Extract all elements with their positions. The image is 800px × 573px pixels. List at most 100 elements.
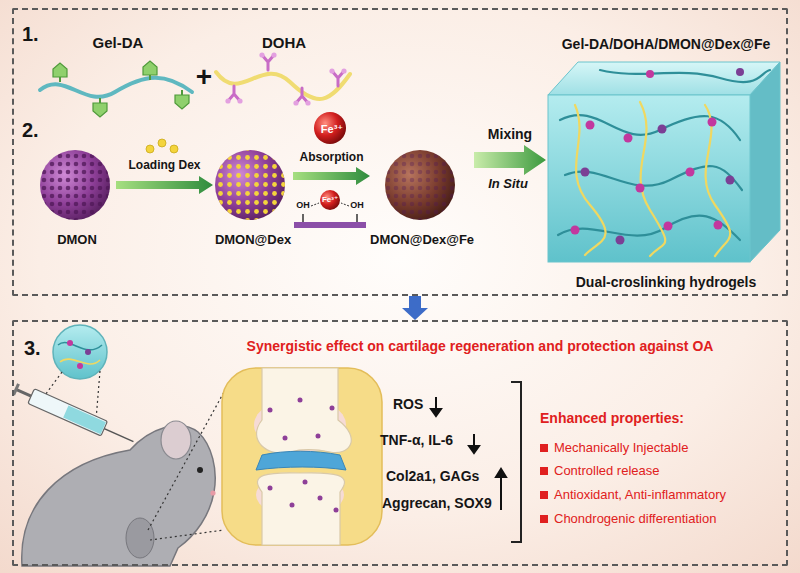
dex-dot	[158, 139, 166, 147]
crosslink-dot	[726, 176, 735, 185]
syringe-fill	[63, 406, 106, 435]
list-item: Antioxidant, Anti-inflammatory	[554, 487, 726, 503]
syringe-plunger	[17, 390, 32, 397]
iron-node: Fe³⁺	[314, 112, 350, 148]
gel-da-pendant	[53, 63, 67, 82]
gel-da-chain	[600, 70, 770, 82]
polymer-label: DOHA	[214, 34, 354, 52]
block-top	[548, 62, 780, 95]
mouse-leg	[126, 518, 154, 558]
iron-dot	[320, 190, 340, 210]
crosslink-dot	[686, 168, 695, 177]
particle-label: DMON@Dex@Fe	[370, 232, 474, 248]
list-item: Mechanically Injectable	[554, 440, 688, 456]
femur	[257, 368, 352, 453]
iron-label: Fe³⁺	[314, 123, 350, 136]
polymer-node: Gel-DA	[38, 30, 198, 118]
dmon-sphere	[40, 150, 110, 220]
sphere-body	[40, 150, 110, 220]
chem-ion: Fe³⁺	[322, 195, 338, 205]
up-arrow-shaft	[500, 476, 502, 510]
syringe	[11, 381, 136, 448]
zoom-disc	[53, 325, 107, 379]
coordination-line	[341, 203, 349, 206]
doha-strand	[216, 52, 350, 105]
polymer-chain	[40, 78, 192, 97]
particle	[316, 434, 321, 439]
particle	[303, 480, 308, 485]
mouse	[22, 392, 224, 566]
step-note: In Situ	[488, 176, 528, 192]
marker-label: ROS	[393, 396, 423, 413]
network-strands	[558, 70, 770, 256]
chelation-sketch	[294, 190, 366, 228]
crosslink-dot	[581, 168, 590, 177]
syringe-needle	[104, 429, 133, 442]
edge-label: Absorption	[300, 150, 364, 164]
marker-label: TNF-α, IL-6	[380, 432, 453, 449]
bullet-square	[540, 444, 548, 452]
particle-node: DMON	[38, 150, 116, 258]
sphere-pores	[40, 150, 110, 220]
sphere-body	[215, 150, 285, 220]
particle	[298, 398, 303, 403]
particle	[318, 496, 323, 501]
plus-sign: +	[196, 60, 212, 94]
list-item: Controlled release	[554, 463, 660, 479]
panel-number: 3.	[24, 336, 54, 360]
down-arrow-head	[469, 446, 479, 453]
panel-number: 1.	[22, 22, 52, 46]
marker-label: Col2a1, GAGs	[386, 468, 479, 485]
edge-label: Loading Dex	[128, 158, 200, 172]
crosslink-dot	[624, 134, 633, 143]
zoom-leader	[96, 371, 100, 420]
crosslink-dot	[571, 226, 580, 235]
crosslink-dot	[586, 121, 595, 130]
bullet-squares	[540, 444, 548, 523]
crosslink-dot	[708, 118, 717, 127]
doha-pendant	[293, 88, 310, 106]
mouse-nose	[210, 490, 215, 495]
doha-pendant	[225, 86, 242, 104]
block-side	[750, 62, 780, 262]
edge-label: Mixing	[488, 126, 532, 143]
block-front	[548, 95, 750, 262]
hydrogel-node: Gel-DA/DOHA/DMON@Dex@FeDual-croslinking …	[546, 32, 786, 294]
polymer-label: Gel-DA	[38, 34, 198, 52]
gel-da-pendant	[175, 90, 189, 109]
gel-da-chain	[565, 166, 742, 190]
particle-label: DMON	[38, 232, 116, 248]
gel-da-chain	[560, 115, 740, 140]
crosslink-dot	[658, 125, 667, 134]
particle-node: DMON@Dex	[213, 150, 293, 258]
bullet-square	[540, 515, 548, 523]
chelation-stem	[302, 214, 304, 222]
particle	[330, 406, 335, 411]
particle	[268, 486, 273, 491]
chem-group: OH	[296, 200, 310, 211]
crosslink-dot	[664, 222, 673, 231]
chelation-stem	[356, 214, 358, 222]
bullet-square	[540, 467, 548, 475]
crosslink-dot	[736, 68, 744, 76]
chem-group: OH	[350, 200, 364, 211]
chelation-bar	[294, 222, 366, 228]
hydrogel-title: Gel-DA/DOHA/DMON@Dex@Fe	[546, 36, 786, 53]
network-crosslinks	[571, 68, 745, 245]
zoom-dot	[85, 349, 91, 355]
sphere-body	[385, 150, 455, 220]
crosslink-dot	[646, 70, 654, 78]
zoom-dot	[77, 363, 83, 369]
dex-dots	[146, 139, 178, 153]
panel-box: 1.2.Gel-DADOHADMONDMON@DexFe³⁺DMON@Dex@F…	[12, 8, 788, 296]
dex-dot	[146, 145, 154, 153]
list-heading: Enhanced properties:	[540, 410, 684, 427]
connector-arrow	[474, 145, 546, 175]
particle	[268, 408, 273, 413]
doha-pendant	[329, 68, 346, 86]
particle-node: DMON@Dex@Fe	[370, 150, 474, 258]
sphere-dex	[215, 150, 285, 220]
knee-joint	[222, 368, 382, 545]
